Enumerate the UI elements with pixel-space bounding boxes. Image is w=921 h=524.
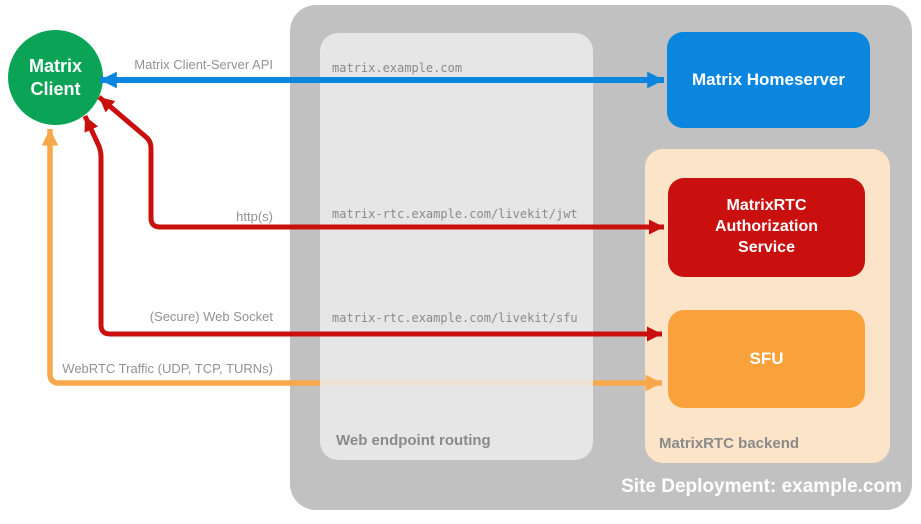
matrixrtc-auth-service-label: MatrixRTC Authorization Service [714,197,819,256]
endpoint-matrix-url: matrix.example.com [332,61,463,75]
sfu-label: SFU [749,349,784,368]
matrix-homeserver-label: Matrix Homeserver [691,70,846,89]
endpoint-livekit-jwt-url: matrix-rtc.example.com/livekit/jwt [332,207,578,221]
https-arrow-label: http(s) [236,209,273,224]
client-server-api-arrow-label: Matrix Client-Server API [134,57,273,72]
matrixrtc-backend-label: MatrixRTC backend [659,435,800,452]
matrix-client-label: Matrix Client [28,56,82,99]
site-deployment-label: Site Deployment: example.com [621,476,902,497]
web-endpoint-routing-label: Web endpoint routing [336,432,491,449]
webrtc-traffic-arrow-label: WebRTC Traffic (UDP, TCP, TURNs) [62,361,273,376]
matrix-client-node: Matrix Client [8,30,103,125]
sfu-node: SFU [668,310,865,408]
matrix-homeserver-node: Matrix Homeserver [667,32,870,128]
matrixrtc-auth-service-node: MatrixRTC Authorization Service [668,178,865,277]
web-endpoint-routing-container: matrix.example.com matrix-rtc.example.co… [320,33,593,460]
endpoint-livekit-sfu-url: matrix-rtc.example.com/livekit/sfu [332,311,578,325]
websocket-arrow-label: (Secure) Web Socket [149,309,273,324]
